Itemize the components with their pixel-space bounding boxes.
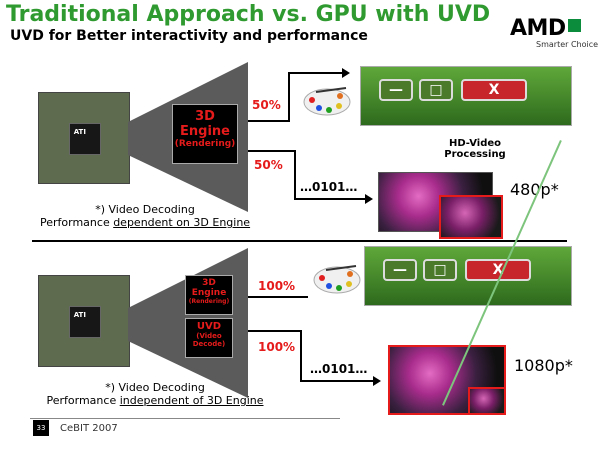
video-inset bbox=[439, 195, 503, 239]
page-number: 33 bbox=[33, 420, 49, 436]
footer-rule bbox=[30, 418, 340, 419]
pct-bottom-upper: 100% bbox=[258, 279, 296, 293]
arrow-head-icon bbox=[342, 68, 350, 78]
maximize-button[interactable]: □ bbox=[423, 259, 457, 281]
slide-subtitle: UVD for Better interactivity and perform… bbox=[10, 28, 368, 44]
pct-top-lower: 50% bbox=[254, 158, 283, 172]
window-controls-top: — □ X bbox=[360, 66, 572, 126]
amd-logo: AMD bbox=[510, 16, 581, 41]
minimize-button[interactable]: — bbox=[383, 259, 417, 281]
slide-title: Traditional Approach vs. GPU with UVD bbox=[6, 2, 491, 27]
minimize-button[interactable]: — bbox=[379, 79, 413, 101]
footer-event: CeBIT 2007 bbox=[60, 423, 118, 434]
hd-video-label: HD-Video Processing bbox=[444, 138, 506, 160]
paint-palette-icon bbox=[302, 86, 352, 122]
amd-arrow-icon bbox=[567, 19, 581, 32]
connector-line bbox=[294, 198, 366, 200]
connector-line bbox=[294, 150, 296, 200]
logo-tagline: Smarter Choice bbox=[536, 40, 599, 49]
engine-label-1: 3D bbox=[195, 109, 215, 124]
logo-text: AMD bbox=[510, 16, 566, 41]
binary-stream-bottom: …0101… bbox=[310, 362, 368, 376]
paint-palette-icon bbox=[312, 264, 362, 300]
uvd-box: UVD (Video Decode) bbox=[185, 318, 233, 358]
video-frame-480p bbox=[378, 172, 503, 239]
section-divider bbox=[32, 240, 567, 242]
connector-line bbox=[248, 120, 288, 122]
connector-line bbox=[300, 330, 302, 380]
arrow-head-icon bbox=[365, 194, 373, 204]
caption-top: *) Video Decoding Performance dependent … bbox=[40, 203, 251, 229]
window-controls-bottom: — □ X bbox=[364, 246, 572, 306]
pct-top-upper: 50% bbox=[252, 98, 281, 112]
connector-line bbox=[288, 72, 343, 74]
gpu-die: ATI bbox=[68, 122, 102, 156]
connector-line bbox=[300, 380, 374, 382]
gpu-chip-bottom: ATI bbox=[38, 275, 130, 367]
maximize-button[interactable]: □ bbox=[419, 79, 453, 101]
engine-label-3: (Rendering) bbox=[174, 139, 236, 149]
video-frame-1080p bbox=[388, 345, 506, 415]
binary-stream-top: …0101… bbox=[300, 180, 358, 194]
video-inset bbox=[468, 387, 506, 415]
engine-box-top: 3D Engine (Rendering) bbox=[172, 104, 238, 164]
arrow-head-icon bbox=[373, 376, 381, 386]
chip-label: ATI bbox=[73, 127, 86, 136]
engine-box-bottom: 3D Engine (Rendering) bbox=[185, 275, 233, 315]
caption-bottom: *) Video Decoding Performance independen… bbox=[46, 381, 264, 407]
connector-line bbox=[248, 330, 300, 332]
close-button[interactable]: X bbox=[461, 79, 527, 101]
connector-line bbox=[248, 296, 308, 298]
gpu-chip-top: ATI bbox=[38, 92, 130, 184]
gpu-die: ATI bbox=[68, 305, 102, 339]
pct-bottom-lower: 100% bbox=[258, 340, 296, 354]
resolution-480p: 480p* bbox=[510, 180, 559, 199]
connector-line bbox=[248, 150, 294, 152]
connector-line bbox=[288, 72, 290, 122]
engine-label-2: Engine bbox=[180, 124, 230, 139]
resolution-1080p: 1080p* bbox=[514, 356, 573, 375]
